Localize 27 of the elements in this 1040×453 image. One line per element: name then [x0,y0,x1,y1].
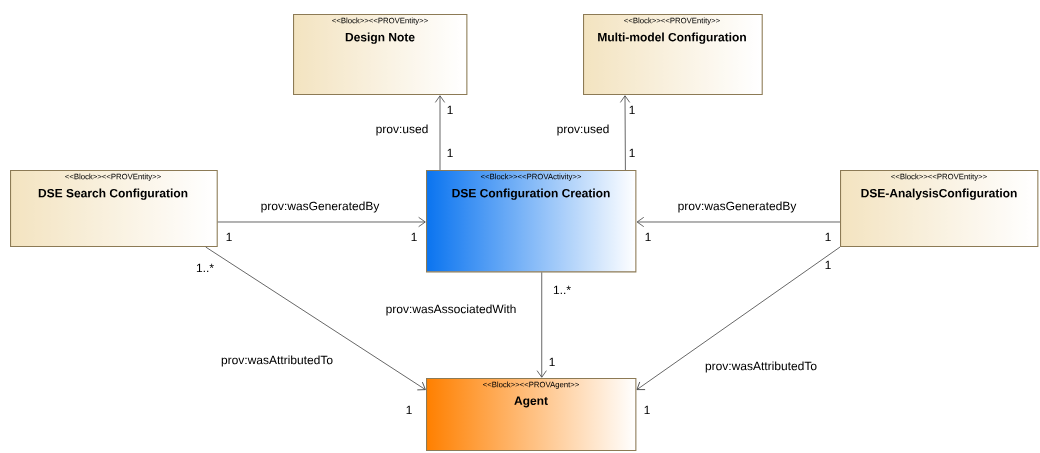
edge-label: prov:wasAssociatedWith [384,303,518,317]
multiplicity-label: 1 [411,232,417,242]
arrow [536,272,547,378]
arrow [636,246,841,390]
multiplicity-label: 1..* [553,285,571,295]
arrow [205,246,426,391]
edge-label: prov:wasGeneratedBy [259,200,381,214]
multiplicity-label: 1 [645,232,651,242]
multiplicity-label: 1 [825,232,831,242]
multiplicity-label: 1 [629,105,635,115]
multiplicity-label: 1 [447,105,453,115]
edge-label: prov:wasAttributedTo [703,360,819,374]
edge-label: prov:used [555,123,611,137]
multiplicity-label: 1 [447,148,453,158]
arrow [619,95,631,171]
multiplicity-label: 1 [406,405,412,415]
multiplicity-label: 1 [549,357,555,367]
edge-label: prov:wasAttributedTo [219,354,335,368]
multiplicity-label: 1 [226,232,232,242]
multiplicity-label: 1 [825,260,831,270]
arrow [217,216,426,228]
arrow [636,216,841,228]
edge-label: prov:wasGeneratedBy [676,200,798,214]
multiplicity-label: 1..* [196,263,214,273]
edge-label: prov:used [374,123,430,137]
multiplicity-label: 1 [629,148,635,158]
arrow [434,95,446,171]
